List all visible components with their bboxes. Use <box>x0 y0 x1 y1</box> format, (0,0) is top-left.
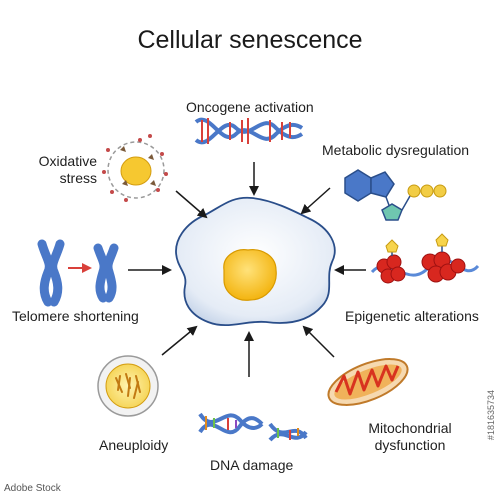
senescent-cell <box>175 196 336 326</box>
label-mito-line1: Mitochondrial <box>368 420 452 436</box>
histone-icon <box>370 233 480 284</box>
chromosome-icon <box>37 239 119 307</box>
arrow-mito <box>302 325 335 358</box>
label-oxidative-line1: Oxidative <box>38 153 97 169</box>
arrow-metabolic <box>300 187 331 215</box>
cause-arrows <box>128 162 366 377</box>
arrow-oxidative <box>175 190 208 219</box>
watermark-source: Adobe Stock <box>4 483 61 494</box>
label-dna-damage: DNA damage <box>210 457 294 473</box>
cell-nucleus <box>223 249 277 301</box>
label-mito-line2: dysfunction <box>374 437 446 453</box>
oxidative-cell-icon <box>102 134 168 202</box>
mitochondrion-icon <box>327 358 409 406</box>
label-oncogene-activation: Oncogene activation <box>186 99 314 115</box>
watermark-id: #181635734 <box>486 390 496 441</box>
label-epigenetic-alterations: Epigenetic alterations <box>345 308 479 324</box>
diagram-title: Cellular senescence <box>137 26 363 54</box>
label-aneuploidy: Aneuploidy <box>99 437 169 453</box>
arrow-aneuploidy <box>161 325 198 356</box>
molecule-icon <box>344 169 447 221</box>
label-telomere-shortening: Telomere shortening <box>12 308 139 324</box>
label-oxidative-line2: stress <box>59 170 97 186</box>
dna-damage-icon <box>198 412 308 442</box>
aneuploidy-cell-icon <box>97 355 159 417</box>
label-metabolic-dysregulation: Metabolic dysregulation <box>322 142 470 158</box>
oncogene-dna-icon <box>194 117 304 145</box>
